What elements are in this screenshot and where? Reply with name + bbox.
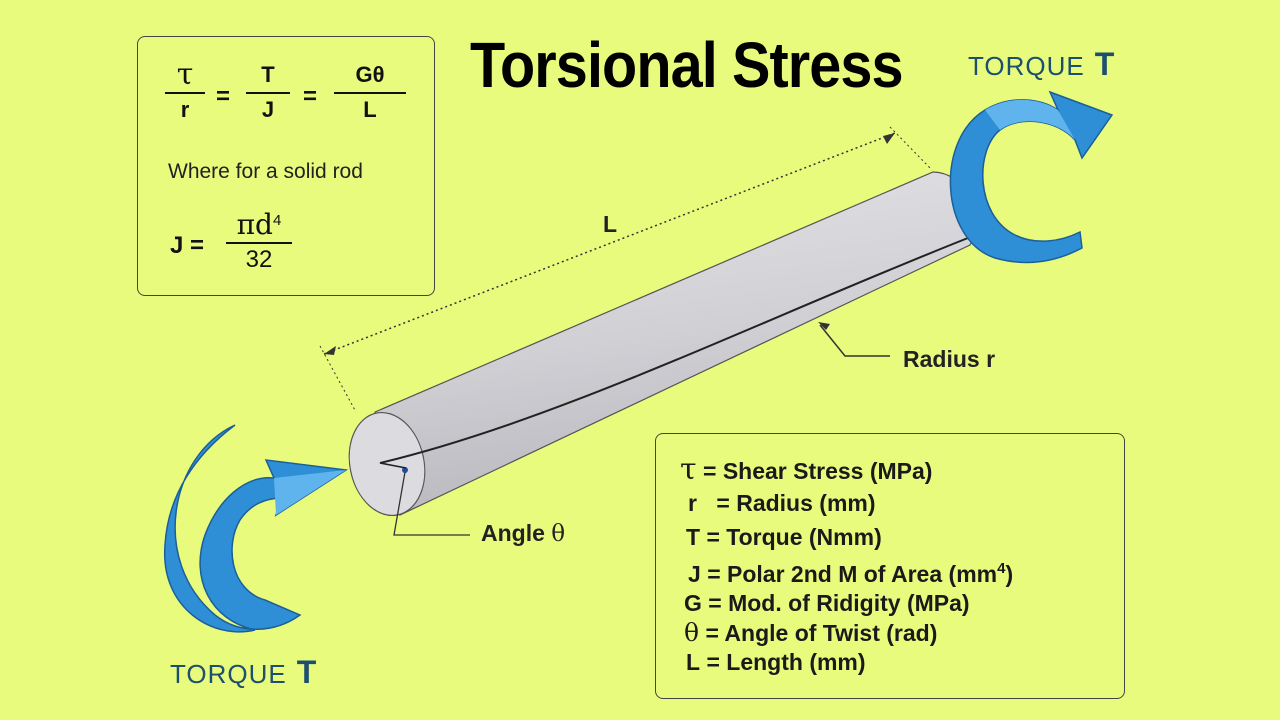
length-dimension-line [323, 132, 896, 355]
radius-label: Radius r [903, 346, 996, 372]
fraction-tau-over-r: τ r [165, 60, 205, 124]
legend-item-shear-stress: τ = Shear Stress (MPa) [680, 452, 933, 487]
j-symbol: J [261, 97, 275, 122]
angle-leader [393, 471, 470, 536]
equals-sign: = [216, 83, 231, 110]
legend-item-torque: T = Torque (Nmm) [686, 524, 882, 550]
fraction-t-over-j: T J [246, 60, 290, 124]
legend-box [655, 433, 1125, 699]
thirty-two: 32 [245, 245, 273, 273]
t-symbol: T [261, 62, 275, 87]
torque-arrow-left [164, 424, 349, 633]
j-equals-label: J = [170, 232, 205, 259]
legend-item-length: L = Length (mm) [686, 649, 866, 675]
length-label: L [603, 211, 618, 237]
legend-item-modulus: G = Mod. of Ridigity (MPa) [684, 590, 970, 616]
r-symbol: r [180, 97, 190, 122]
equals-sign: = [303, 83, 318, 110]
torque-arrow-right [949, 90, 1114, 264]
l-symbol: L [363, 97, 377, 122]
legend-item-angle: θ = Angle of Twist (rad) [684, 618, 938, 647]
pi-d-term: πd4 [236, 208, 282, 241]
legend-item-polar-moment: J = Polar 2nd M of Area (mm4) [688, 560, 1014, 587]
tau-symbol: τ [176, 57, 194, 92]
twist-line [379, 235, 974, 464]
radius-leader [819, 324, 890, 357]
page-title: Torsional Stress [470, 29, 904, 101]
fraction-gtheta-over-l: Gθ L [334, 60, 406, 124]
formula-box [137, 36, 435, 296]
angle-label: Angle θ [481, 520, 566, 547]
legend-item-radius: r = Radius (mm) [688, 490, 876, 516]
fraction-pi-d4-over-32: πd4 32 [226, 206, 292, 274]
where-text: Where for a solid rod [168, 160, 363, 183]
g-theta-symbol: Gθ [355, 62, 385, 87]
angle-point [402, 467, 408, 473]
